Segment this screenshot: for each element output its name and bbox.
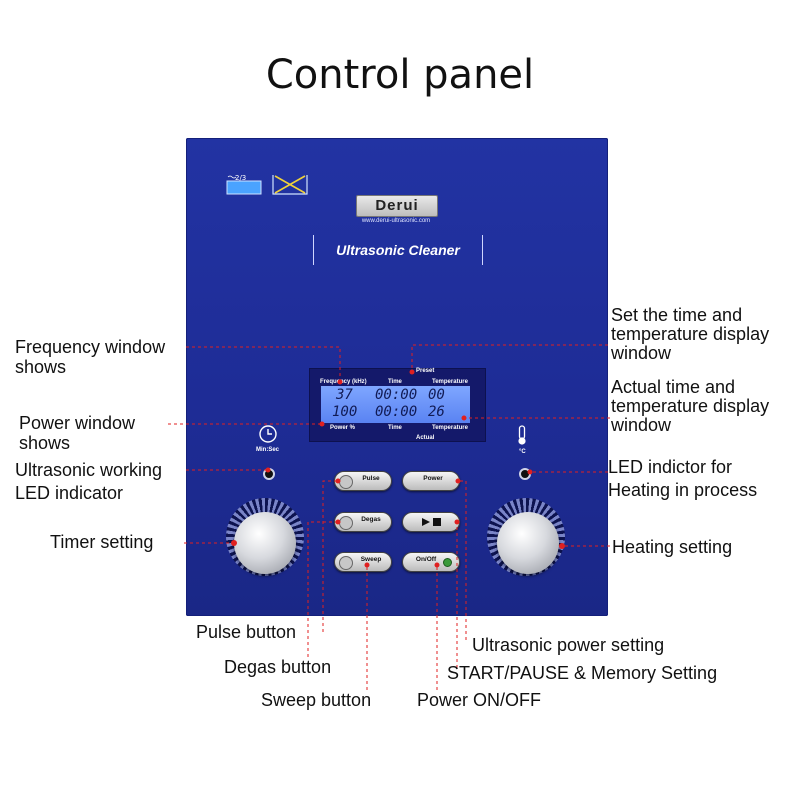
- degas-button-label: Degas: [361, 516, 381, 523]
- no-dry-run-icon: [272, 175, 308, 195]
- leader-preset: [411, 344, 608, 372]
- lcd-preset-time-value: 00:00: [375, 387, 418, 403]
- on-off-button-label: On/Off: [415, 556, 437, 563]
- sweep-button-label: Sweep: [360, 556, 382, 563]
- leader-ultrasonic-power: [458, 480, 467, 640]
- leader-pulse: [322, 480, 338, 632]
- lcd-frequency-value: 37: [336, 387, 353, 403]
- lcd-power-label: Power %: [330, 425, 356, 431]
- callout-power-onoff: Power ON/OFF: [417, 690, 542, 710]
- start-pause-button[interactable]: [402, 512, 460, 532]
- callout-timer-setting: Timer setting: [50, 532, 154, 552]
- callout-pulse-button: Pulse button: [196, 622, 297, 642]
- lcd-actual-label: Actual: [416, 435, 435, 441]
- power-button-label: Power: [423, 475, 443, 482]
- brand-url: www.derui-ultrasonic.com: [361, 218, 431, 224]
- timer-knob[interactable]: [234, 512, 296, 574]
- lcd-actual-time-value: 00:00: [375, 404, 418, 420]
- brand-logo: Derui: [356, 195, 438, 217]
- callout-heating-setting: Heating setting: [612, 537, 733, 557]
- leader-frequency: [186, 346, 341, 382]
- timer-unit-label: Min:Sec: [256, 447, 280, 453]
- sweep-button-indicator: [339, 556, 353, 570]
- heating-unit-label: °C: [519, 449, 526, 455]
- thermometer-icon: [518, 425, 526, 445]
- lcd-frequency-label: Frequency (kHz): [320, 379, 367, 385]
- pulse-button[interactable]: Pulse: [334, 471, 392, 491]
- lcd-time-label-bottom: Time: [388, 425, 402, 431]
- lcd-temperature-label-bottom: Temperature: [432, 425, 468, 431]
- sweep-button[interactable]: Sweep: [334, 552, 392, 572]
- model-bracket: [313, 235, 483, 265]
- lcd-preset-temperature-value: 00: [428, 387, 445, 403]
- lcd-temperature-label-top: Temperature: [432, 379, 468, 385]
- pulse-button-label: Pulse: [362, 475, 380, 482]
- callout-ultrasonic-power: Ultrasonic power setting: [472, 635, 665, 655]
- heating-knob[interactable]: [497, 512, 559, 574]
- model-label: Ultrasonic Cleaner: [336, 242, 460, 258]
- callout-sweep-button: Sweep button: [261, 690, 372, 710]
- lcd-screen: [321, 386, 470, 423]
- on-off-button[interactable]: On/Off: [402, 552, 460, 572]
- lcd-time-label-top: Time: [388, 379, 402, 385]
- degas-button[interactable]: Degas: [334, 512, 392, 532]
- callout-degas-button: Degas button: [224, 657, 332, 677]
- water-level-icon: 2/3: [226, 174, 262, 195]
- tank-level-text: 2/3: [235, 174, 246, 182]
- on-off-indicator: [443, 558, 452, 567]
- callout-start-pause: START/PAUSE & Memory Setting: [447, 663, 718, 683]
- clock-icon: [259, 425, 277, 443]
- lcd-preset-label: Preset: [416, 368, 435, 374]
- leader-degas: [307, 521, 338, 657]
- page-title: Control panel: [265, 52, 535, 98]
- lcd-actual-temperature-value: 26: [428, 404, 445, 420]
- lcd-power-value: 100: [332, 404, 358, 420]
- play-pause-icon: [422, 518, 441, 526]
